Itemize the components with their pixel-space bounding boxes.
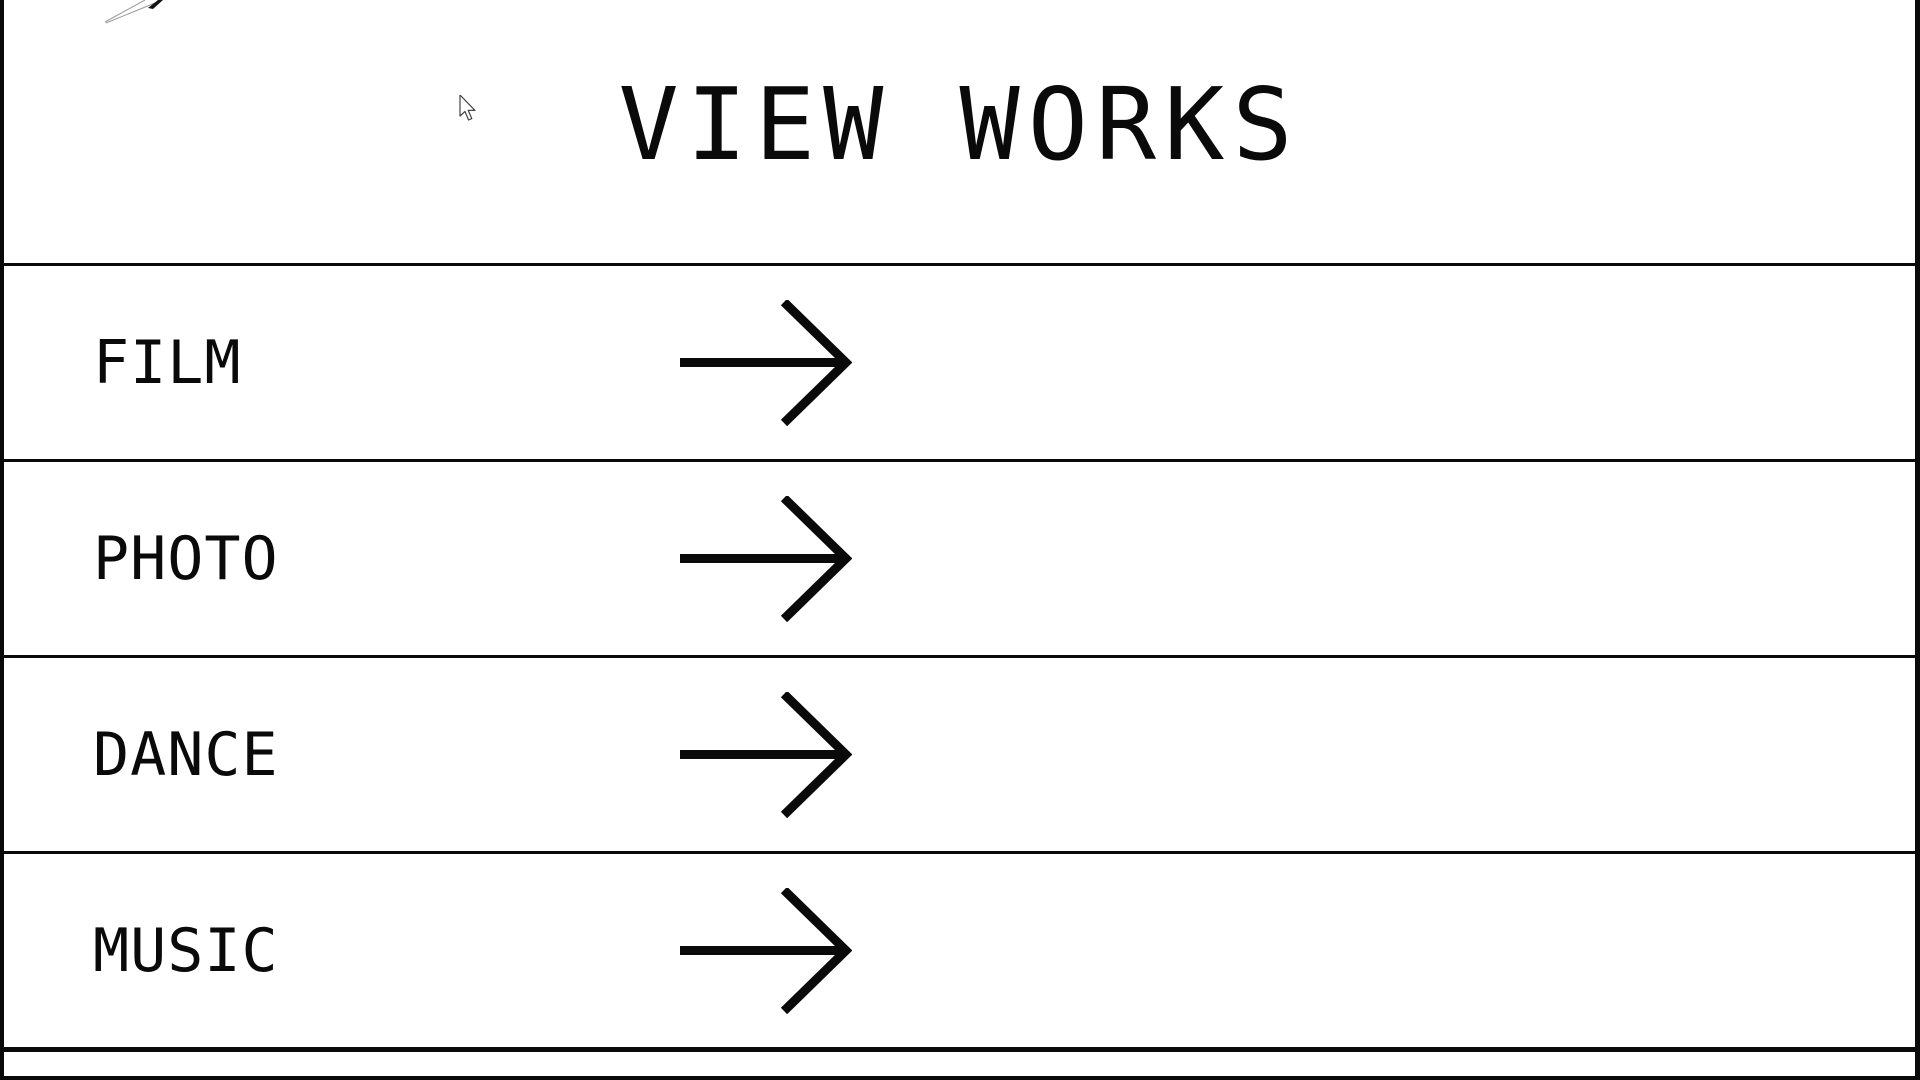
- menu-item-dance[interactable]: DANCE: [4, 655, 1915, 851]
- menu-item-photo[interactable]: PHOTO: [4, 459, 1915, 655]
- right-arrow-icon: [680, 299, 852, 426]
- menu-item-label: FILM: [93, 327, 242, 398]
- next-section-divider: [4, 1076, 1915, 1080]
- diagonal-arrow-fragment-icon: [104, 0, 163, 24]
- page-title: VIEW WORKS: [618, 66, 1301, 183]
- right-arrow-icon: [680, 691, 852, 818]
- right-arrow-icon: [680, 887, 852, 1014]
- works-menu: FILM PHOTO DANCE MUSIC: [4, 263, 1915, 1052]
- menu-item-label: DANCE: [93, 719, 279, 790]
- menu-item-label: PHOTO: [93, 523, 279, 594]
- menu-item-label: MUSIC: [93, 915, 279, 986]
- right-arrow-icon: [680, 495, 852, 622]
- menu-item-music[interactable]: MUSIC: [4, 851, 1915, 1047]
- menu-item-film[interactable]: FILM: [4, 263, 1915, 459]
